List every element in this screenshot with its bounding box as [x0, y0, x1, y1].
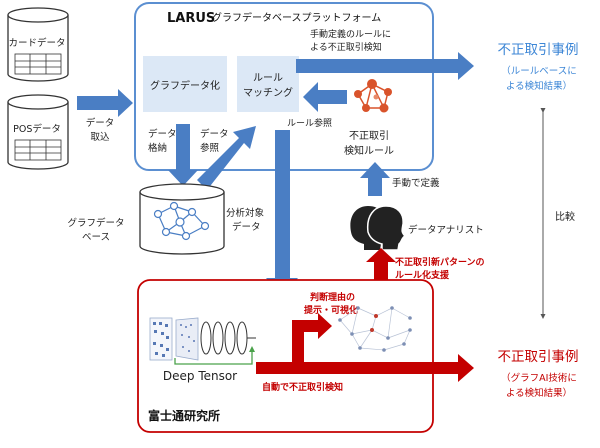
manual-rule-note-line1: 手動定義のルールに — [310, 28, 391, 40]
ref-line1: データ — [200, 128, 229, 140]
explanation-graph-nodes — [338, 306, 412, 352]
pos-data-label: POSデータ — [13, 123, 61, 135]
ingest-arrow — [77, 89, 133, 117]
larus-title: LARUS — [167, 11, 215, 26]
fujitsu-lab-label: 富士通研究所 — [148, 408, 220, 423]
new-pattern-line2: ルール化支援 — [395, 269, 450, 281]
rule-ref-arrow — [303, 82, 347, 112]
graph-db-line1: グラフデータ — [67, 217, 124, 229]
store-line1: データ — [148, 128, 177, 140]
data-analyst-icon — [350, 205, 407, 251]
auto-detect-arrow — [256, 354, 474, 382]
manual-def-label: 手動で定義 — [392, 177, 440, 189]
graphify-label: グラフデータ化 — [150, 79, 220, 92]
ingest-line2: 取込 — [90, 132, 110, 143]
result-ai-line1: （グラフAI技術に — [501, 372, 577, 384]
reference-arrow — [197, 126, 256, 190]
graph-database — [139, 183, 225, 255]
auto-detect-label: 自動で不正取引検知 — [262, 381, 343, 393]
deep-tensor-illustration — [149, 317, 256, 365]
explain-line2: 提示・可視化 — [304, 304, 358, 316]
new-pattern-arrow — [366, 248, 396, 298]
analysis-line2: データ — [232, 221, 261, 233]
analysis-line1: 分析対象 — [226, 207, 265, 219]
graph-db-line2: ベース — [82, 232, 110, 243]
manual-define-arrow — [360, 162, 390, 196]
new-pattern-line1: 不正取引新パターンの — [395, 256, 485, 268]
result-rule-title: 不正取引事例 — [498, 42, 579, 58]
store-line2: 格納 — [148, 142, 167, 154]
fraud-rules-line2: 検知ルール — [344, 144, 394, 157]
rule-matching-box — [237, 56, 299, 112]
card-data-label: カードデータ — [8, 37, 65, 49]
ingest-line1: データ — [86, 117, 115, 129]
larus-subtitle: グラフデータベースプラットフォーム — [212, 11, 381, 24]
deep-tensor-label: Deep Tensor — [163, 369, 237, 383]
explain-arrow — [292, 313, 332, 362]
rule-ref-label: ルール参照 — [287, 117, 332, 129]
matching-line1: ルール — [253, 73, 283, 84]
pos-data-database — [7, 94, 69, 170]
analyst-label: データアナリスト — [408, 224, 484, 236]
rule-to-result-arrow — [296, 52, 474, 80]
card-data-database — [7, 7, 69, 82]
graph-network-icon — [153, 201, 210, 241]
result-ai-title: 不正取引事例 — [498, 349, 579, 365]
result-rule-line2: よる検知結果） — [506, 80, 572, 92]
matching-line2: マッチング — [243, 86, 293, 99]
compare-label: 比較 — [555, 210, 575, 223]
fraud-rules-line1: 不正取引 — [349, 130, 389, 142]
graphify-box — [143, 56, 227, 112]
analysis-target-arrow — [266, 130, 298, 296]
explain-line1: 判断理由の — [310, 291, 355, 303]
store-arrow — [168, 124, 198, 186]
fraud-rules-network-icon — [354, 79, 392, 113]
result-rule-line1: （ルールベースに — [501, 65, 577, 77]
result-ai-line2: よる検知結果） — [506, 387, 572, 399]
manual-rule-note-line2: よる不正取引検知 — [310, 41, 382, 53]
fujitsu-lab-frame — [137, 279, 434, 433]
explanation-graph-icon — [339, 307, 411, 351]
ref-line2: 参照 — [200, 142, 220, 154]
